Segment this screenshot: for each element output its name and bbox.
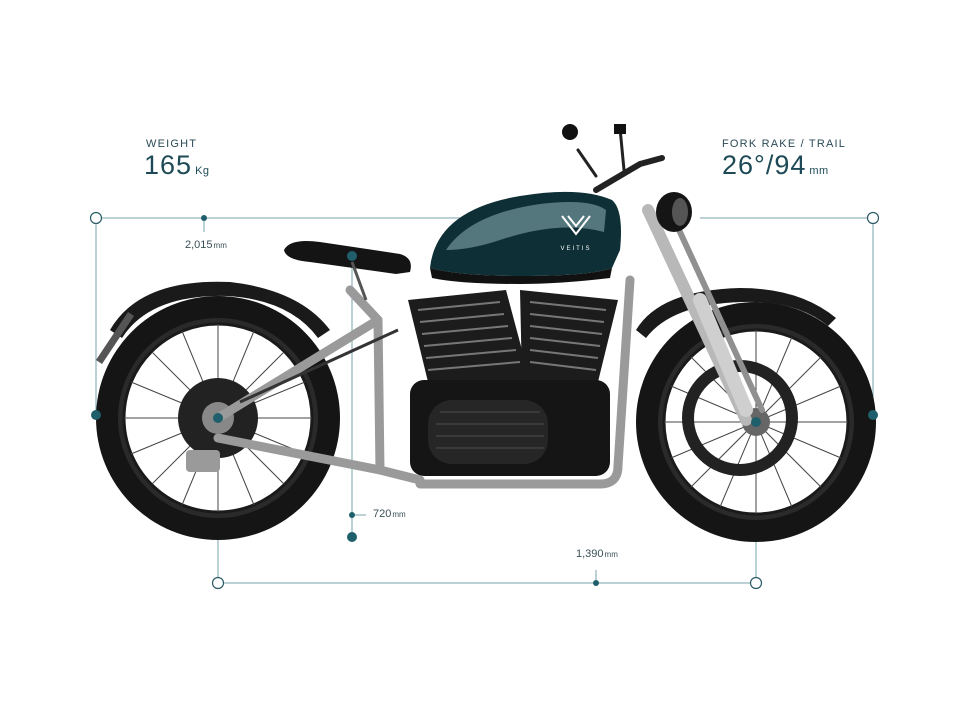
- seat-spring: [350, 261, 368, 301]
- wheelbase-start-marker: [211, 576, 225, 590]
- wheelbase-value: 1,390: [576, 548, 604, 560]
- wheelbase-unit: mm: [604, 550, 618, 559]
- front-extreme-marker: [868, 410, 878, 420]
- wheelbase-mid-marker: [593, 580, 599, 586]
- fork-label: FORK RAKE / TRAIL: [722, 138, 847, 150]
- seat-mid-marker: [349, 512, 355, 518]
- fuel-tank: [430, 191, 621, 284]
- dimension-markers: [89, 211, 880, 590]
- length-unit: mm: [213, 241, 227, 250]
- length-dimension: 2,015mm: [185, 239, 227, 251]
- length-start-marker: [89, 211, 103, 225]
- front-fork: [642, 203, 765, 426]
- fork-number: 26°/94: [722, 150, 807, 180]
- front-axle-marker: [751, 417, 761, 427]
- fork-unit: mm: [809, 165, 829, 177]
- weight-label: WEIGHT: [146, 138, 198, 150]
- length-value: 2,015: [185, 239, 213, 251]
- ground-marker: [347, 532, 357, 542]
- seat-height-value: 720: [373, 508, 392, 520]
- tank-brand-text: VEITIS: [560, 246, 591, 252]
- seat-height-dimension: 720mm: [373, 508, 406, 520]
- weight-unit: Kg: [195, 165, 210, 177]
- wheelbase-dimension: 1,390mm: [576, 548, 618, 560]
- left-mirror: [562, 124, 578, 140]
- seat-top-marker: [347, 251, 357, 261]
- right-mirror: [614, 124, 626, 134]
- wheelbase-end-marker: [749, 576, 763, 590]
- seat-height-unit: mm: [392, 510, 406, 519]
- rear-extreme-marker: [91, 410, 101, 420]
- weight-number: 165: [144, 150, 193, 180]
- frame: [213, 275, 635, 489]
- handlebar: [576, 126, 665, 193]
- rear-fender: [110, 281, 330, 338]
- headlight: [656, 192, 692, 232]
- engine: [408, 290, 618, 476]
- plate-bracket: [96, 312, 134, 364]
- rear-axle-marker: [213, 413, 223, 423]
- v-chevron-logo-icon: [561, 215, 591, 236]
- length-mid-marker: [201, 215, 207, 221]
- length-end-marker: [866, 211, 880, 225]
- chain-stay: [239, 328, 399, 404]
